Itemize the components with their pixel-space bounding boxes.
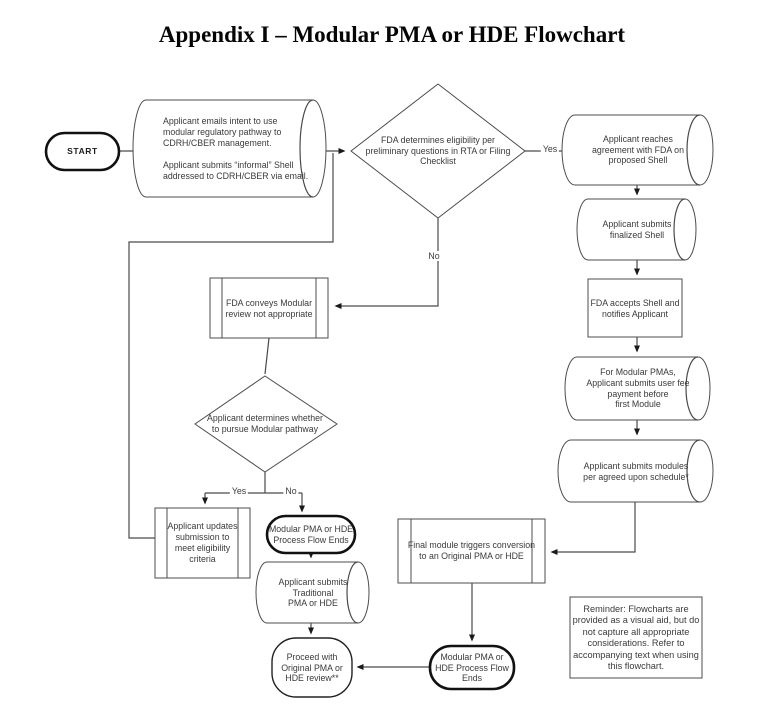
determines-diamond: Applicant determines whether to pursue M…	[207, 413, 323, 434]
yes-label-eligibility: Yes	[540, 144, 560, 154]
userfee-cylinder: For Modular PMAs, Applicant submits user…	[586, 366, 690, 410]
final-module-process-shape	[397, 518, 546, 584]
no-label-determines: No	[283, 486, 299, 496]
page-title: Appendix I – Modular PMA or HDE Flowchar…	[158, 22, 626, 47]
connector-conveys-to-determines	[264, 337, 270, 375]
modules-cylinder: Applicant submits modules per agreed upo…	[583, 460, 689, 482]
ends-left-terminator-shape	[265, 514, 357, 555]
ends-right-terminator: Modular PMA or HDE Process Flow Ends	[435, 651, 509, 684]
traditional-cylinder: Applicant submits Traditional PMA or HDE	[278, 576, 348, 609]
eligibility-diamond: FDA determines eligibility per prelimina…	[365, 134, 511, 167]
final-module-process-bars	[410, 519, 533, 583]
yes-label-determines: Yes	[229, 486, 249, 496]
accepts-rect: FDA accepts Shell and notifies Applicant	[590, 297, 680, 319]
proceed-terminator-shape	[271, 637, 353, 698]
start-terminator-shape	[44, 131, 121, 172]
start-terminator: START	[67, 146, 98, 157]
reminder-note-shape	[569, 596, 703, 679]
determines-diamond-shape	[194, 375, 338, 473]
traditional-cylinder-face	[346, 561, 359, 624]
conveys-process-bars	[221, 278, 317, 338]
ends-left-terminator: Modular PMA or HDE Process Flow Ends	[268, 523, 354, 545]
final-module-process: Final module triggers conversion to an O…	[407, 540, 536, 561]
intent-cylinder-face	[299, 99, 314, 198]
finalized-cylinder-face	[673, 198, 686, 261]
no-label-eligibility: No	[426, 251, 442, 261]
finalized-cylinder: Applicant submits finalized Shell	[602, 218, 672, 240]
reminder-note: Reminder: Flowcharts are provided as a v…	[572, 603, 700, 672]
agreement-cylinder-face	[686, 114, 701, 186]
updates-process: Applicant updates submission to meet eli…	[167, 521, 238, 564]
conveys-process-shape	[209, 277, 329, 339]
modules-cylinder-face	[686, 439, 701, 503]
updates-process-shape	[154, 507, 251, 579]
conveys-process: FDA conveys Modular review not appropria…	[225, 297, 313, 319]
accepts-rect-shape	[587, 278, 683, 338]
connector-no-to-conveys	[334, 218, 439, 309]
proceed-terminator: Proceed with Original PMA or HDE review*…	[281, 651, 343, 684]
ends-right-terminator-shape	[428, 644, 516, 691]
updates-process-bars	[166, 508, 239, 578]
userfee-cylinder-face	[685, 356, 699, 421]
intent-cylinder: Applicant emails intent to use modular r…	[163, 116, 309, 181]
agreement-cylinder: Applicant reaches agreement with FDA on …	[592, 133, 684, 166]
eligibility-diamond-shape	[350, 83, 526, 219]
connector-updates-feedback-loop	[128, 153, 334, 539]
connector-modules-to-final	[550, 502, 636, 555]
